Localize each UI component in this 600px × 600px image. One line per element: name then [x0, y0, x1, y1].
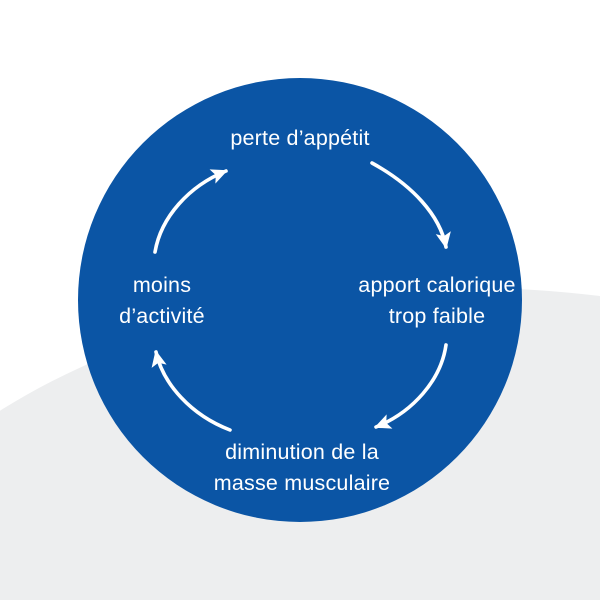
arrow-top-left [153, 169, 228, 254]
node-masse-musculaire-line-2: masse musculaire [214, 471, 390, 495]
node-moins-activite-line-1: moins [133, 273, 191, 297]
arrow-bottom-right [374, 343, 448, 429]
node-apport-calorique-line-1: apport calorique [358, 273, 515, 297]
node-masse-musculaire-line-1: diminution de la [225, 440, 379, 464]
node-perte-appetit: perte d’appétit [230, 126, 369, 150]
node-moins-activite: moins d’activité [119, 273, 205, 328]
arrow-bottom-left [151, 350, 232, 432]
arrow-top-right [370, 161, 451, 249]
node-perte-appetit-line-1: perte d’appétit [230, 126, 369, 150]
node-apport-calorique: apport calorique trop faible [358, 273, 515, 328]
node-moins-activite-line-2: d’activité [119, 304, 205, 328]
node-masse-musculaire: diminution de la masse musculaire [214, 440, 390, 495]
node-apport-calorique-line-2: trop faible [389, 304, 486, 328]
